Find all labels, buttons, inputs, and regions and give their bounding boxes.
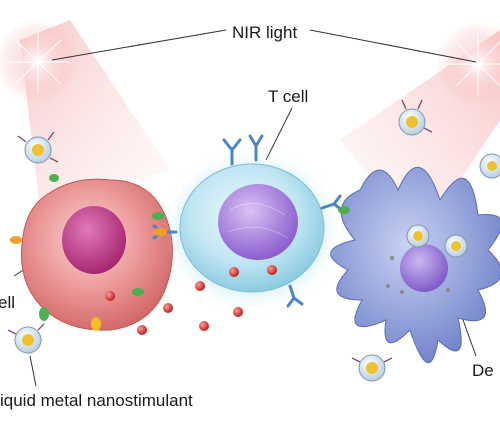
released-particles [105,265,277,335]
nanostimulants [7,99,500,382]
t-cell-label: T cell [268,87,309,106]
dendritic-nucleus [400,244,448,292]
dendritic-cell-label: De [472,361,494,380]
t-cell-nucleus [218,184,298,260]
t-cell [174,160,330,300]
dendritic-cell [330,167,500,363]
tumor-cell-label: ell [0,293,16,312]
nanostimulant-label: iquid metal nanostimulant [0,391,193,410]
tumor-nucleus [62,206,126,274]
nir-light-label: NIR light [232,23,298,42]
